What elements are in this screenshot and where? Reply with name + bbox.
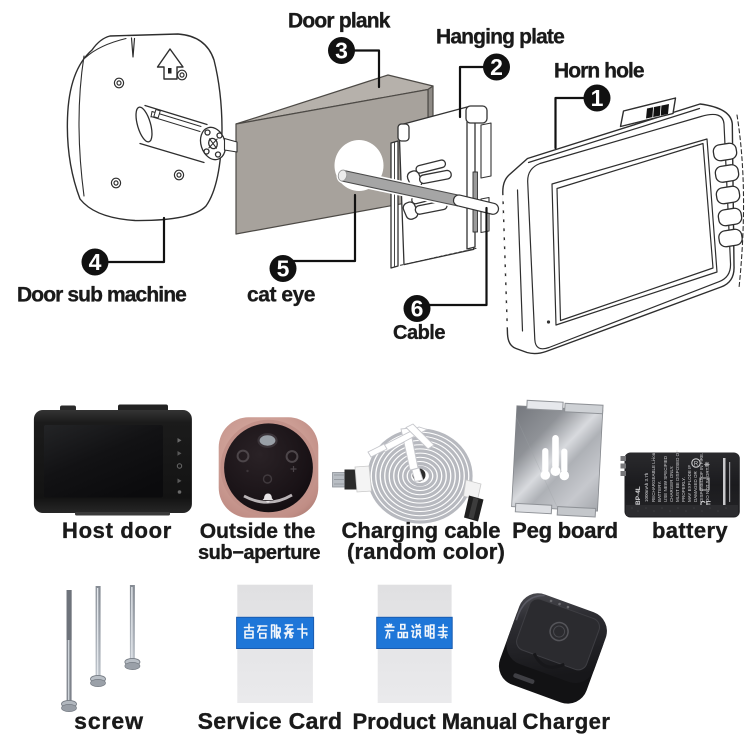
svg-text:RECHARGEABLE Li-ion: RECHARGEABLE Li-ion [651,452,656,502]
svg-text:Service Card: Service Card [198,708,343,734]
svg-text:(random color): (random color) [347,539,505,564]
svg-text:Charging cable: Charging cable [342,518,501,543]
svg-text:Peg board: Peg board [512,518,618,543]
svg-text:DISPOSED OF IN FIRE.: DISPOSED OF IN FIRE. [699,453,704,502]
svg-text:Cable: Cable [393,322,445,344]
svg-text:screw: screw [74,708,144,734]
svg-text:Door sub machine: Door sub machine [17,284,186,307]
svg-text:DAMAGED OR: DAMAGED OR [693,470,698,502]
svg-text:4: 4 [89,249,102,275]
svg-text:Charger: Charger [523,709,611,734]
svg-text:2: 2 [490,54,503,80]
svg-text:Door plank: Door plank [288,10,391,33]
svg-text:cat eye: cat eye [247,284,315,307]
svg-text:1000mAh 3.7h: 1000mAh 3.7h [644,472,649,502]
svg-text:CE: CE [700,500,712,509]
svg-text:MAY EXPLODE IF: MAY EXPLODE IF [687,465,692,502]
svg-text:DO NOT SHORT.: DO NOT SHORT. [705,467,710,502]
svg-text:battery: battery [652,518,728,543]
svg-text:Horn hole: Horn hole [554,59,644,82]
svg-text:USE NEW SPECIFIED: USE NEW SPECIFIED [663,455,668,502]
svg-text:5: 5 [277,256,290,282]
svg-text:CHARGER ONLY.: CHARGER ONLY. [669,466,674,502]
svg-text:6: 6 [411,296,424,322]
svg-text:BP-4L: BP-4L [635,486,642,505]
svg-text:Host door: Host door [62,518,172,543]
svg-text:❋: ❋ [704,461,710,469]
svg-text:Outside the: Outside the [200,520,316,543]
svg-text:Hanging plate: Hanging plate [436,26,564,49]
svg-text:1: 1 [591,85,604,111]
svg-text:MUST BE DISPOSED OF: MUST BE DISPOSED OF [675,450,680,502]
svg-text:PROPERLY.: PROPERLY. [681,477,686,502]
svg-text:BATTERY.: BATTERY. [657,481,662,502]
svg-text:R: R [694,462,699,468]
svg-text:sub−aperture: sub−aperture [198,542,320,564]
svg-text:3: 3 [335,38,348,64]
svg-text:Product Manual: Product Manual [352,709,517,734]
